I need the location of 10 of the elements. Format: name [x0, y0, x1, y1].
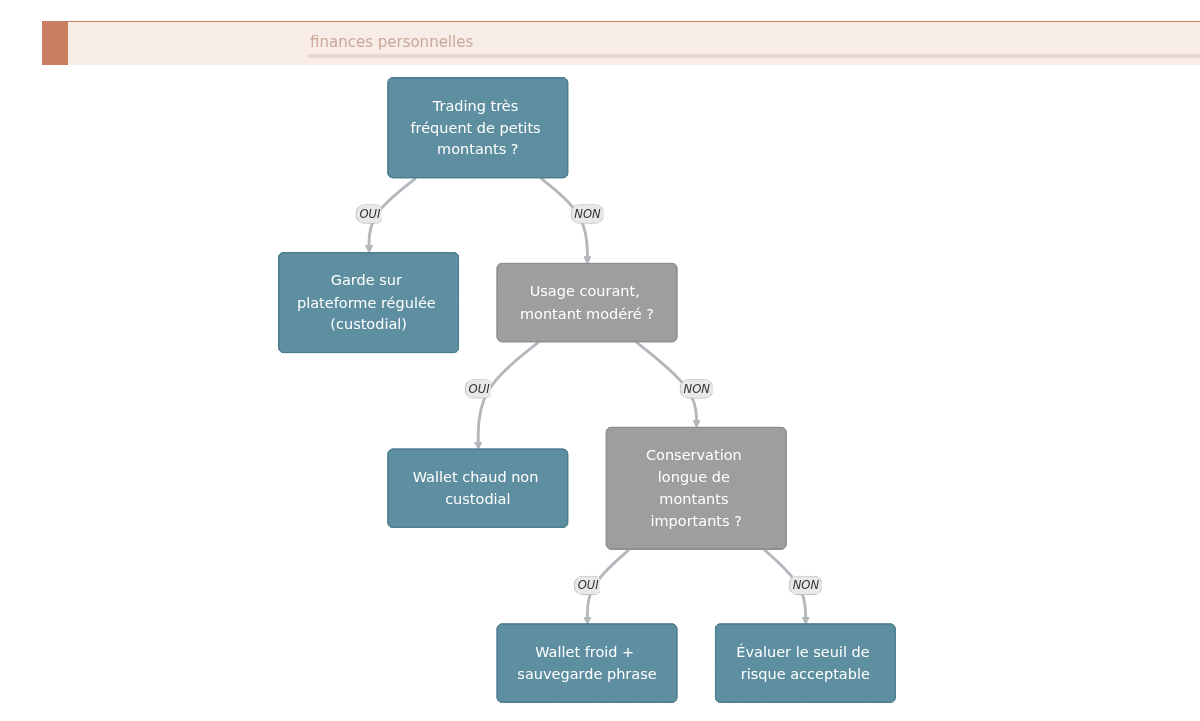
subtitle-text: finances personnelles: [310, 33, 474, 51]
arrow: [583, 548, 630, 625]
edge-label: NON: [683, 382, 710, 396]
edge-label: NON: [574, 207, 601, 221]
edge-label: OUI: [468, 382, 490, 396]
edge-label: OUI: [359, 207, 381, 221]
edge-label: OUI: [577, 578, 599, 593]
edge-label: NON: [792, 578, 820, 593]
arrow: [364, 177, 417, 254]
arrow: [474, 341, 540, 451]
